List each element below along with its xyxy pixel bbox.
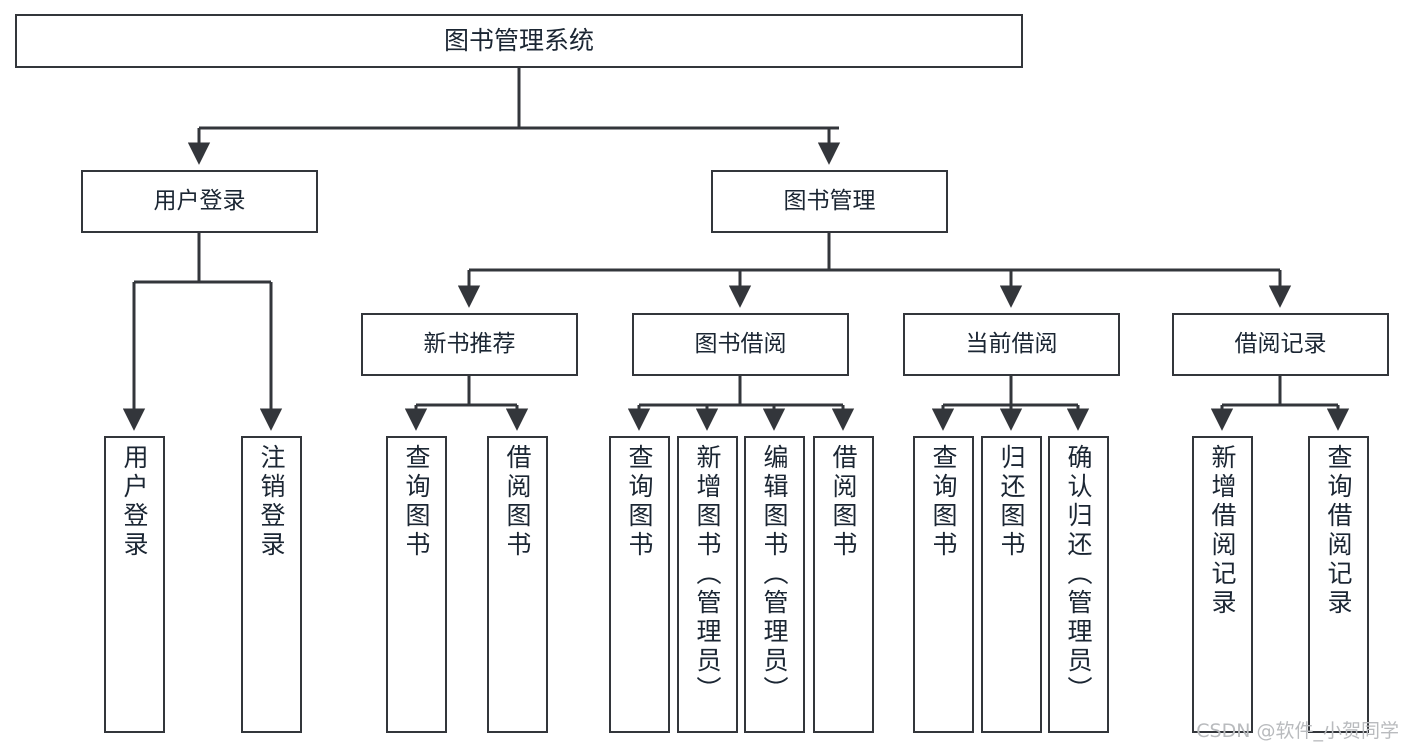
node-label: 借阅图书 (829, 444, 858, 560)
watermark-text: CSDN @软件_小贺同学 (1196, 720, 1399, 742)
node-borrow-record[interactable]: 借阅记录 (1172, 313, 1389, 376)
node-label: 借阅记录 (1234, 330, 1327, 357)
node-leaf-query-borrow-record[interactable]: 查询借阅记录 (1308, 436, 1369, 733)
node-label: 图书管理 (783, 187, 876, 214)
node-label: 用户登录 (153, 187, 246, 214)
node-leaf-borrow-book[interactable]: 借阅图书 (813, 436, 874, 733)
node-label: 用户登录 (120, 444, 149, 560)
node-book-borrow[interactable]: 图书借阅 (632, 313, 849, 376)
node-label: 查询借阅记录 (1324, 444, 1353, 618)
node-label: 图书借阅 (694, 330, 787, 357)
node-label: 新书推荐 (423, 330, 516, 357)
node-leaf-edit-book[interactable]: 编辑图书（管理员） (744, 436, 805, 733)
node-leaf-return-book[interactable]: 归还图书 (981, 436, 1042, 733)
node-leaf-query-book-new[interactable]: 查询图书 (386, 436, 447, 733)
node-leaf-query-book-borrow[interactable]: 查询图书 (609, 436, 670, 733)
node-leaf-user-login[interactable]: 用户登录 (104, 436, 165, 733)
node-label: 新增借阅记录 (1208, 444, 1237, 618)
node-label: 查询图书 (625, 444, 654, 560)
node-user-login[interactable]: 用户登录 (81, 170, 318, 233)
node-leaf-borrow-book-new[interactable]: 借阅图书 (487, 436, 548, 733)
node-root-system[interactable]: 图书管理系统 (15, 14, 1023, 68)
node-leaf-query-book-current[interactable]: 查询图书 (913, 436, 974, 733)
node-label: 图书管理系统 (443, 26, 594, 55)
node-label: 注销登录 (257, 444, 286, 560)
node-leaf-add-borrow-record[interactable]: 新增借阅记录 (1192, 436, 1253, 733)
node-label: 查询图书 (929, 444, 958, 560)
node-current-borrow[interactable]: 当前借阅 (903, 313, 1120, 376)
node-leaf-confirm-return[interactable]: 确认归还（管理员） (1048, 436, 1109, 733)
node-leaf-add-book[interactable]: 新增图书（管理员） (677, 436, 738, 733)
node-label: 当前借阅 (965, 330, 1058, 357)
node-label: 确认归还（管理员） (1064, 444, 1093, 705)
node-label: 新增图书（管理员） (693, 444, 722, 705)
node-label: 借阅图书 (503, 444, 532, 560)
node-label: 编辑图书（管理员） (760, 444, 789, 705)
node-leaf-logout[interactable]: 注销登录 (241, 436, 302, 733)
node-new-book-recommend[interactable]: 新书推荐 (361, 313, 578, 376)
node-book-manage[interactable]: 图书管理 (711, 170, 948, 233)
node-label: 查询图书 (402, 444, 431, 560)
node-label: 归还图书 (997, 444, 1026, 560)
